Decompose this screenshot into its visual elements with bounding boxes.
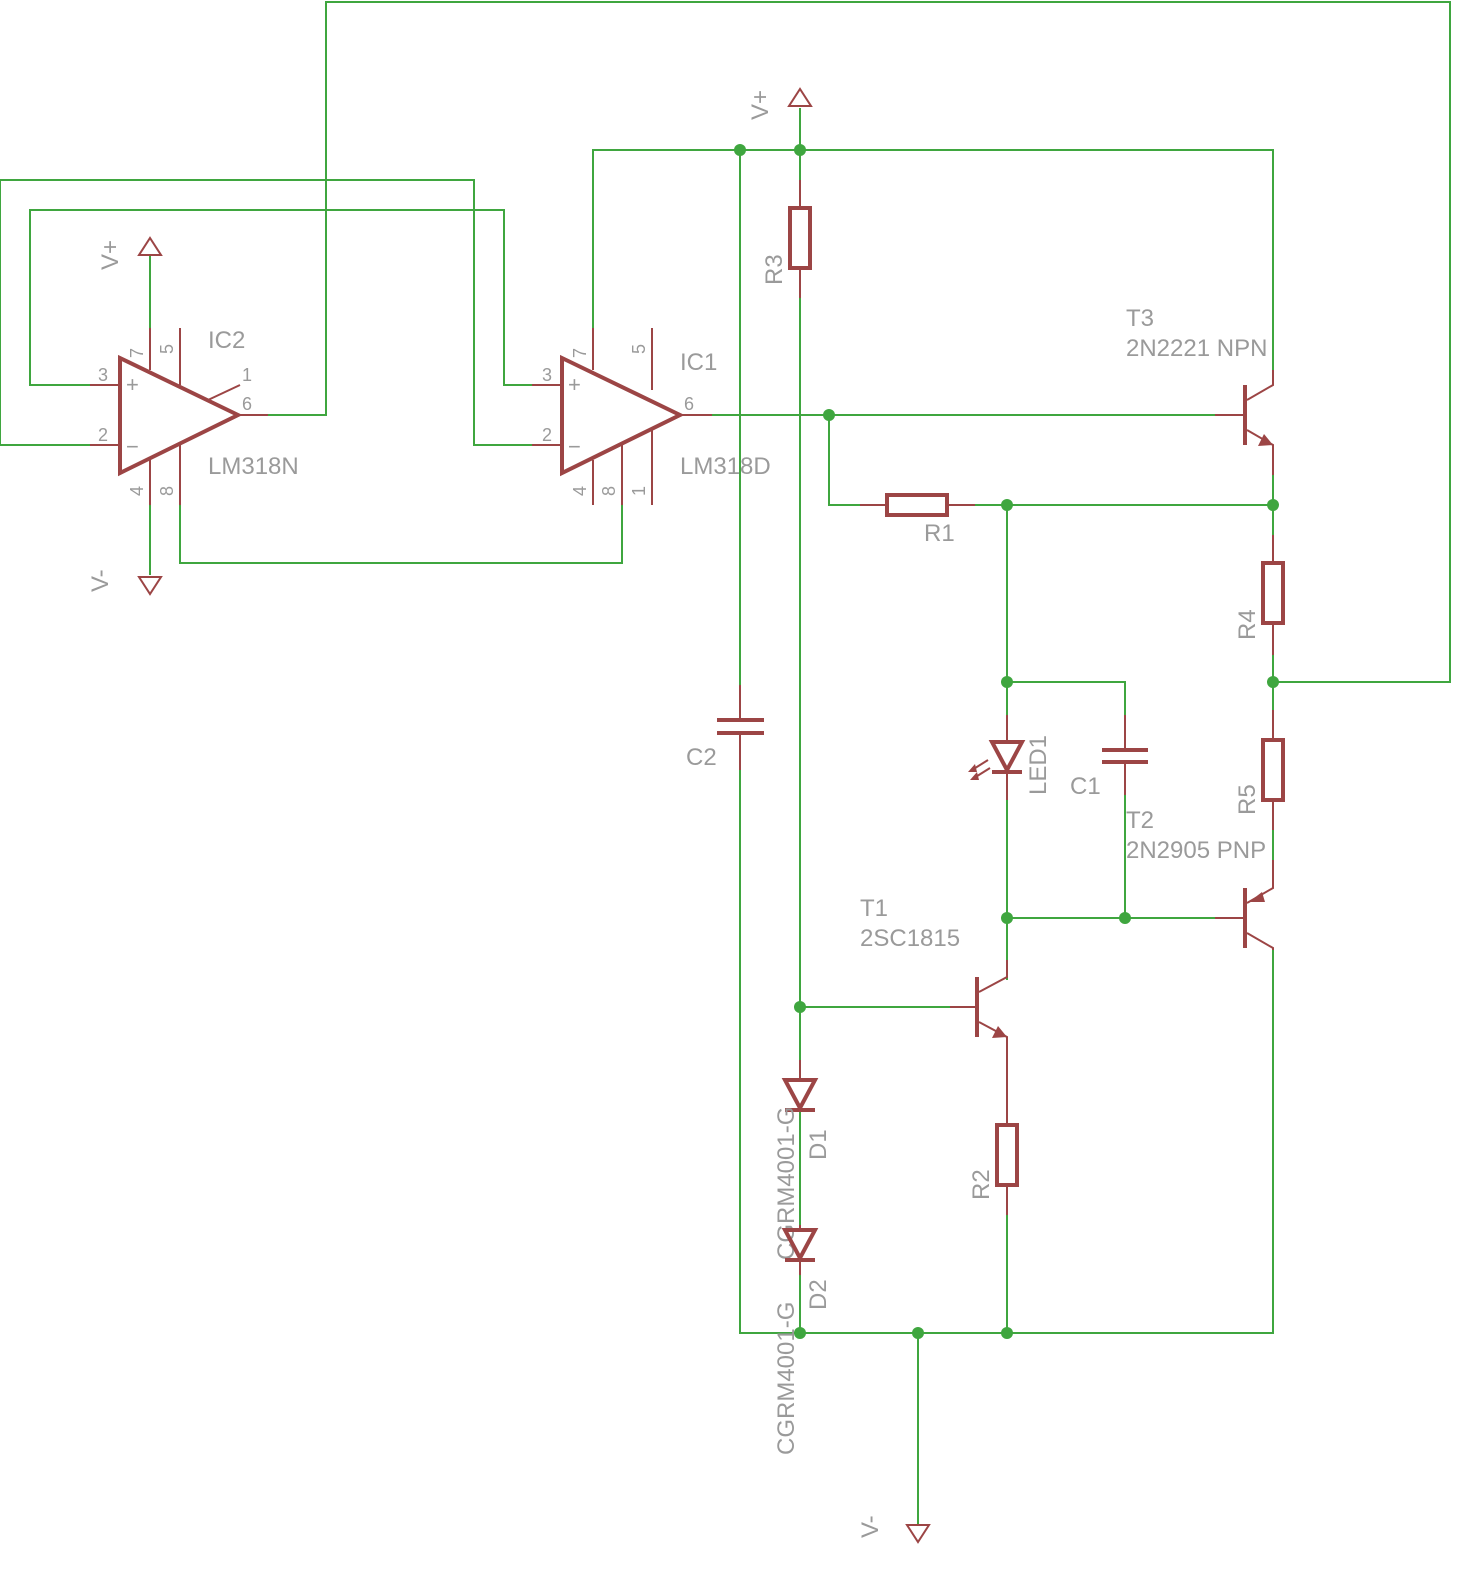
transistor-t2: T2 2N2905 PNP (1126, 807, 1274, 950)
led1-label: LED1 (1025, 735, 1052, 795)
ic2-opamp: + − 3 2 6 1 7 5 4 8 IC2 LM318N (90, 327, 299, 505)
wire-feedback-loop (240, 1, 1451, 683)
ic2-pin-5: 5 (157, 344, 177, 354)
ic2-pin-6: 6 (242, 394, 252, 414)
ic1-minus-sign: − (568, 434, 581, 459)
supply-ic2-vplus: V+ (97, 236, 163, 270)
ic2-vminus-label: V- (87, 569, 114, 592)
ic2-pin-3: 3 (98, 365, 108, 385)
d1-name: D1 (805, 1129, 832, 1160)
ic1-pin-3: 3 (542, 365, 552, 385)
wire-to-c1 (1007, 681, 1126, 715)
r5-label: R5 (1234, 784, 1261, 815)
t1-value: 2SC1815 (860, 925, 960, 952)
ic1-name: IC1 (680, 349, 717, 376)
capacitor-c1: C1 (1070, 715, 1148, 800)
d2-value: CGRM4001-G (773, 1302, 800, 1455)
t3-name: T3 (1126, 305, 1154, 332)
wire-ic2-pin8-to-ic1-pin1 (179, 505, 623, 564)
ic1-plus-sign: + (568, 372, 581, 397)
ic1-opamp: + − 3 2 6 7 5 4 8 1 IC1 LM318D (532, 328, 771, 505)
ic1-pin-2: 2 (542, 425, 552, 445)
capacitor-c2: C2 (686, 685, 764, 771)
r3-label: R3 (761, 254, 788, 285)
led-led1: LED1 (968, 715, 1052, 800)
ic2-pin-2: 2 (98, 425, 108, 445)
ic2-minus-sign: − (126, 434, 139, 459)
diode-d2: D2 CGRM4001-G (773, 1225, 832, 1455)
ic1-pin-6: 6 (684, 394, 694, 414)
ic1-pin-4: 4 (570, 486, 590, 496)
ic2-vplus-label: V+ (97, 240, 124, 270)
r2-label: R2 (968, 1169, 995, 1200)
ic2-name: IC2 (208, 327, 245, 354)
t3-value: 2N2221 NPN (1126, 335, 1267, 362)
ic2-plus-sign: + (126, 372, 139, 397)
wires (0, 1, 1451, 1525)
supply-ic2-vminus: V- (87, 569, 163, 596)
resistor-r5: R5 (1234, 710, 1285, 830)
wire-vplus-rail (592, 149, 1274, 385)
main-vminus-label: V- (857, 1515, 884, 1538)
transistor-t1: T1 2SC1815 (860, 895, 1008, 1090)
t2-value: 2N2905 PNP (1126, 837, 1266, 864)
transistor-t3: T3 2N2221 NPN (1126, 305, 1274, 475)
resistor-r3: R3 (761, 180, 812, 298)
t2-name: T2 (1126, 807, 1154, 834)
ic2-pin-4: 4 (127, 486, 147, 496)
wire-to-r1 (828, 415, 860, 506)
resistor-r1: R1 (860, 493, 975, 547)
ic1-pin-8: 8 (599, 486, 619, 496)
r1-label: R1 (924, 520, 955, 547)
t1-name: T1 (860, 895, 888, 922)
ic2-pin-8: 8 (157, 486, 177, 496)
wire-ic2-minus-to-ic1-minus (0, 179, 562, 446)
main-vplus-label: V+ (747, 90, 774, 120)
d2-name: D2 (805, 1279, 832, 1310)
c1-label: C1 (1070, 773, 1101, 800)
ic2-pin-1: 1 (242, 365, 252, 385)
resistor-r4: R4 (1234, 535, 1285, 655)
ic1-value: LM318D (680, 453, 771, 480)
ic2-value: LM318N (208, 453, 299, 480)
ic1-pin-5: 5 (629, 344, 649, 354)
ic1-pin-1: 1 (629, 486, 649, 496)
ic1-pin-7: 7 (570, 348, 590, 358)
c2-label: C2 (686, 744, 717, 771)
supply-main-vminus: V- (857, 1515, 931, 1544)
resistor-r2: R2 (968, 1090, 1019, 1215)
junctions (734, 144, 1279, 1339)
r4-label: R4 (1234, 609, 1261, 640)
ic2-pin-7: 7 (127, 348, 147, 358)
wire-ic2-plus-to-ic1-plus (29, 209, 562, 386)
supply-main-vplus: V+ (747, 87, 813, 120)
